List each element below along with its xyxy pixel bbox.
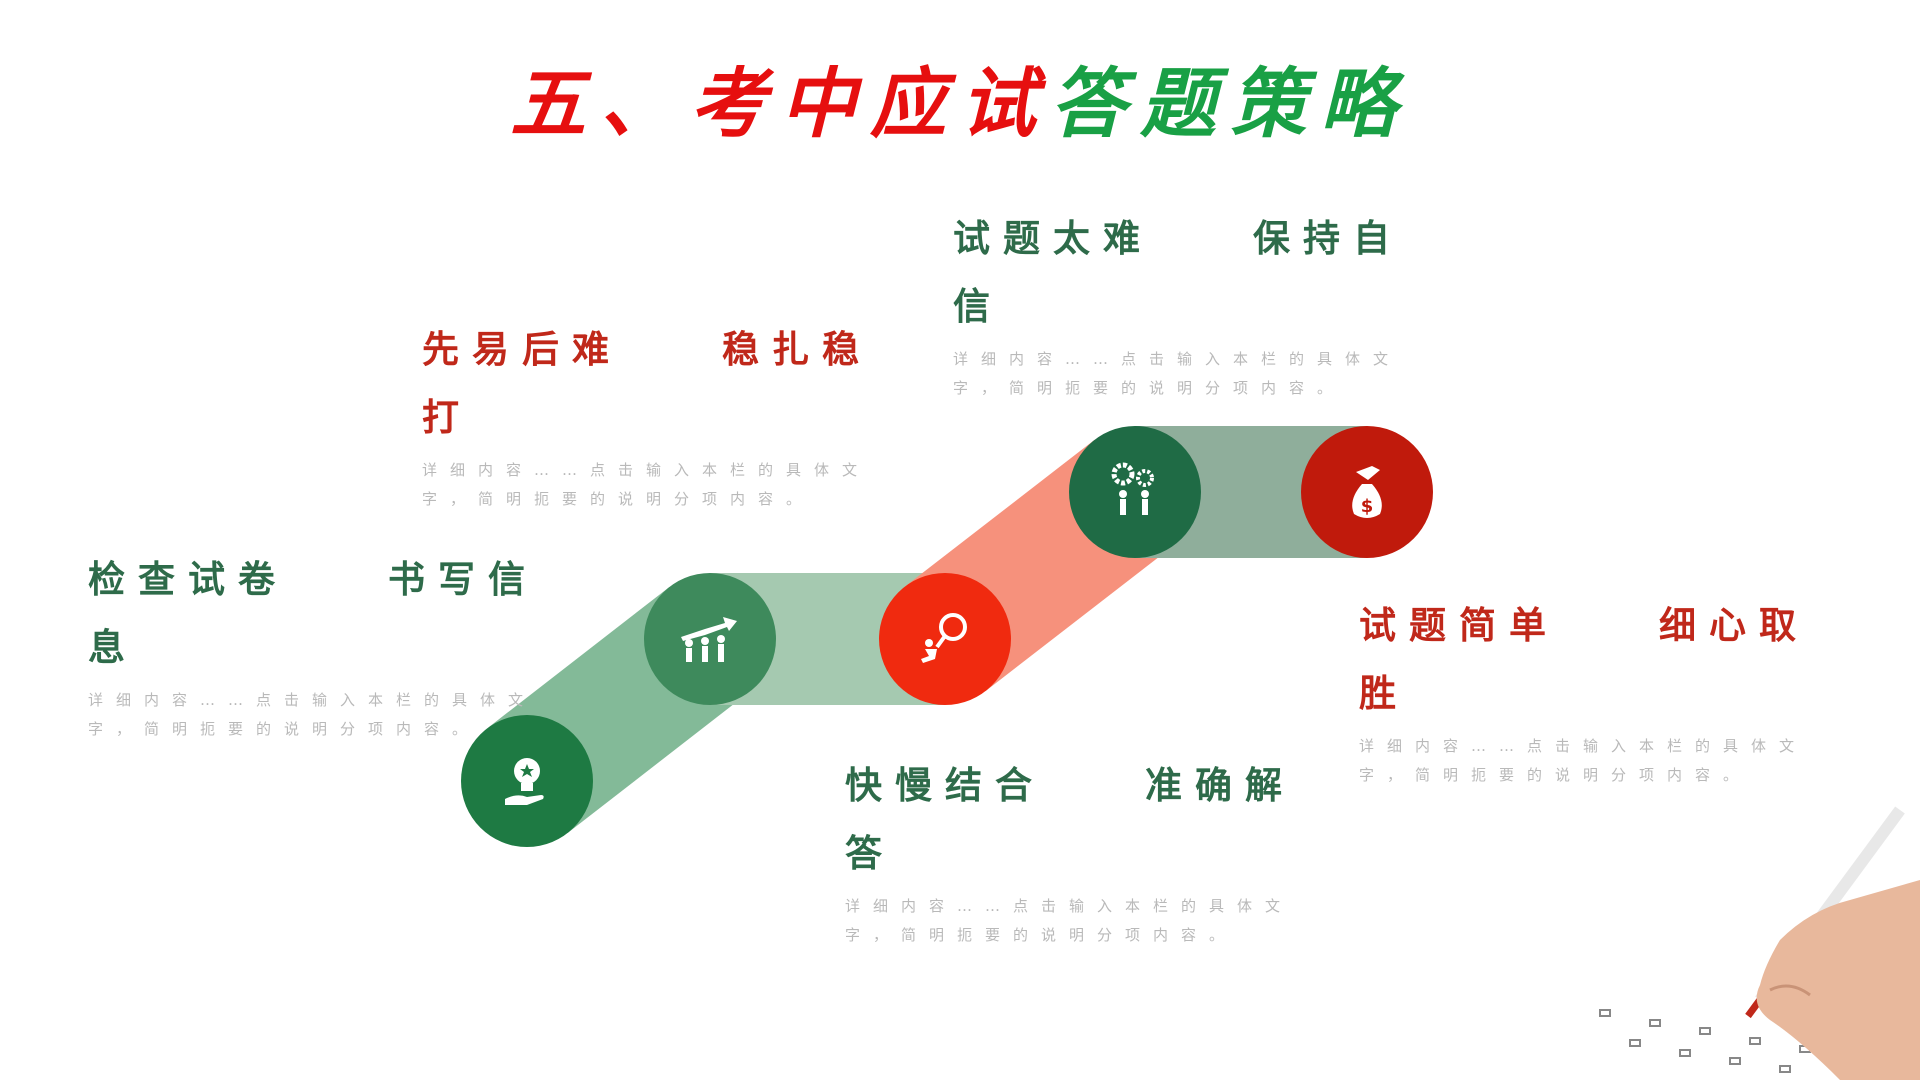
page-title: 五、考中应试答题策略 [0,42,1920,152]
step-4-text: 试题太难 保持自信 详细内容……点击输入本栏的具体文字，简明扼要的说明分项内容。 [953,205,1433,403]
money-bag-icon: $ [1352,466,1382,518]
title-green-part: 答题策略 [1050,59,1410,148]
step-2-heading: 先易后难 稳扎稳打 [422,328,872,439]
step-2-description: 详细内容……点击输入本栏的具体文字，简明扼要的说明分项内容。 [422,461,871,508]
step-5-circle: $ [1301,426,1433,558]
step-3-description: 详细内容……点击输入本栏的具体文字，简明扼要的说明分项内容。 [845,897,1294,944]
gears-team-icon [1111,462,1154,515]
step-1-circle [461,715,593,847]
step-2-circle [644,573,776,705]
step-4-heading: 试题太难 保持自信 [953,217,1403,328]
step-1-heading: 检查试卷 书写信息 [88,558,538,669]
step-4-description: 详细内容……点击输入本栏的具体文字，简明扼要的说明分项内容。 [953,350,1402,397]
hand-writing-illustration [1599,806,1920,1080]
step-5-description: 详细内容……点击输入本栏的具体文字，简明扼要的说明分项内容。 [1359,737,1808,784]
title-red-part: 五、考中应试 [510,59,1050,148]
person-magnifier-icon [921,613,967,663]
step-2-text: 先易后难 稳扎稳打 详细内容……点击输入本栏的具体文字，简明扼要的说明分项内容。 [422,316,902,514]
step-4-circle [1069,426,1201,558]
step-1-text: 检查试卷 书写信息 详细内容……点击输入本栏的具体文字，简明扼要的说明分项内容。 [88,546,568,744]
step-1-description: 详细内容……点击输入本栏的具体文字，简明扼要的说明分项内容。 [88,691,537,738]
team-growth-icon [681,617,737,662]
step-3-circle [879,573,1011,705]
step-5-text: 试题简单 细心取胜 详细内容……点击输入本栏的具体文字，简明扼要的说明分项内容。 [1359,592,1839,790]
step-5-heading: 试题简单 细心取胜 [1359,604,1809,715]
lightbulb-hand-icon [505,758,544,805]
step-3-heading: 快慢结合 准确解答 [845,764,1295,875]
svg-text:$: $ [1361,496,1374,517]
step-3-text: 快慢结合 准确解答 详细内容……点击输入本栏的具体文字，简明扼要的说明分项内容。 [845,752,1325,950]
